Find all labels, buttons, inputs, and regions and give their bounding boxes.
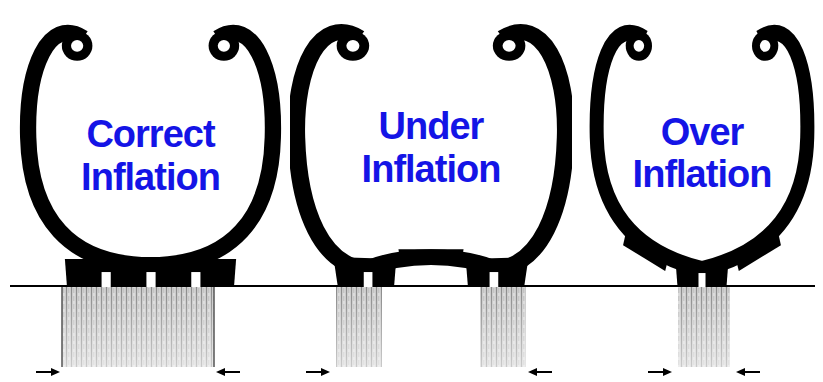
contact-patch	[678, 287, 730, 367]
contact-patch	[336, 287, 526, 367]
tire-section: Over Inflation	[588, 8, 816, 287]
tire-section: Correct Inflation	[18, 8, 283, 287]
tire-label: Under Inflation	[351, 105, 511, 190]
tire-section: Under Inflation	[290, 8, 572, 287]
tire-label: Correct Inflation	[71, 113, 231, 198]
width-arrow	[36, 368, 760, 376]
tire-label: Over Inflation	[622, 111, 782, 196]
contact-patch	[62, 287, 214, 367]
